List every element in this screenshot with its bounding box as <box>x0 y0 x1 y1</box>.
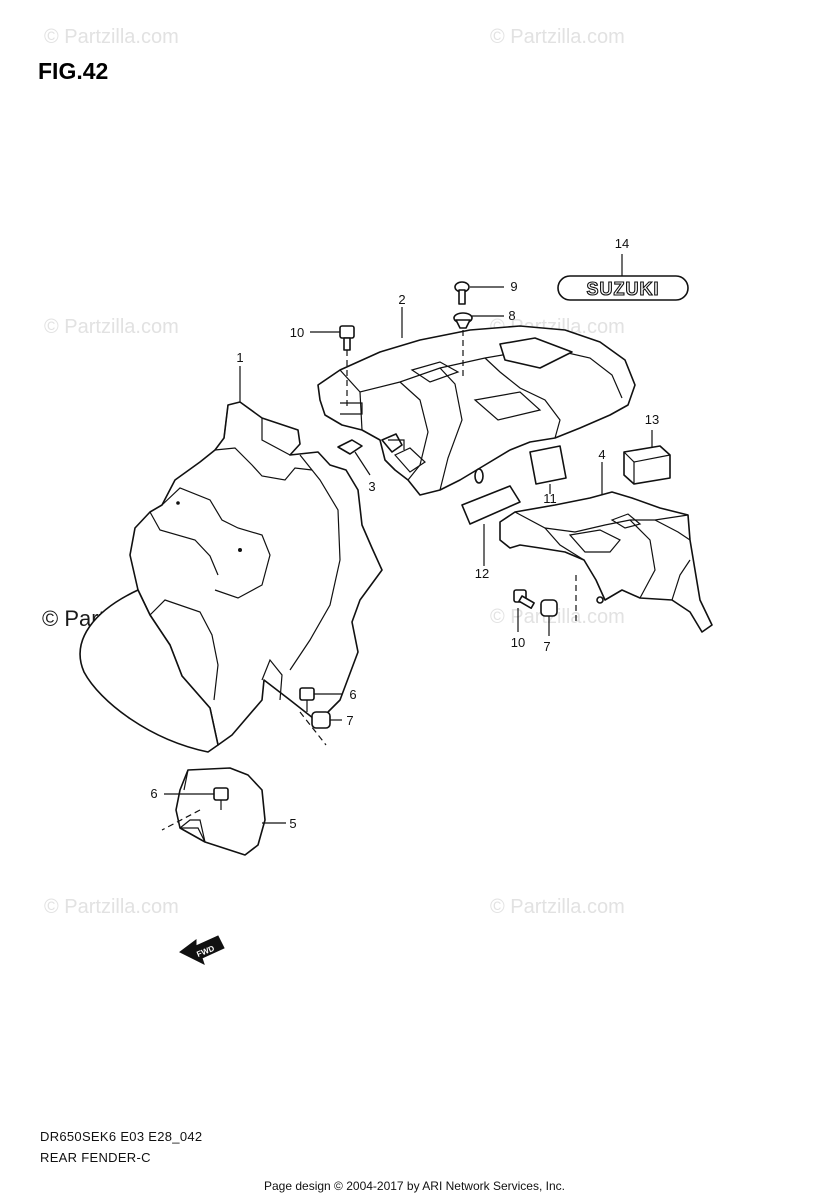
assembly-guide-lines <box>161 330 577 831</box>
part-5-mud-flap[interactable] <box>175 767 286 856</box>
figure-title: FIG.42 <box>38 58 109 84</box>
part-10-bolt-upper[interactable] <box>310 325 355 351</box>
callout-3: 3 <box>368 479 375 494</box>
watermark: © Partzilla.com <box>44 316 179 338</box>
callout-10-lower: 10 <box>511 635 525 650</box>
callout-9: 9 <box>510 279 517 294</box>
part-11-pad[interactable] <box>529 445 567 494</box>
watermark: © Partzilla.com <box>490 606 625 628</box>
part-12-pad[interactable] <box>461 485 521 566</box>
part-13-block[interactable] <box>623 430 671 485</box>
watermark: © Partzilla.com <box>44 26 179 48</box>
diagram-code: DR650SEK6 E03 E28_042 <box>40 1129 203 1144</box>
callout-7-lower: 7 <box>543 639 550 654</box>
part-3-clip[interactable] <box>337 439 371 476</box>
callout-4: 4 <box>598 447 605 462</box>
callout-7-upper: 7 <box>346 713 353 728</box>
diagram-name: REAR FENDER-C <box>40 1150 151 1165</box>
callout-2: 2 <box>398 292 405 307</box>
part-4-fender-bracket[interactable] <box>499 491 713 633</box>
callout-10-upper: 10 <box>290 325 304 340</box>
part-7-nut-lower[interactable] <box>540 599 558 636</box>
part-7-nut-upper[interactable] <box>311 711 342 729</box>
watermark: © Partzilla.com <box>490 26 625 48</box>
callout-13: 13 <box>645 412 659 427</box>
part-2-rear-fender[interactable] <box>317 325 636 496</box>
callout-6-lower: 6 <box>150 786 157 801</box>
part-6-bolt-upper[interactable] <box>299 687 342 712</box>
watermark: © Partzilla.com <box>44 896 179 918</box>
callout-6-upper: 6 <box>349 687 356 702</box>
callout-12: 12 <box>475 566 489 581</box>
leader-lines <box>239 307 603 495</box>
part-14-emblem[interactable]: SUZUKI <box>557 254 689 301</box>
part-8-grommet[interactable] <box>453 312 504 329</box>
part-9-screw[interactable] <box>454 281 504 305</box>
watermark: © Partzilla.com <box>490 896 625 918</box>
callout-5: 5 <box>289 816 296 831</box>
callout-14: 14 <box>615 236 629 251</box>
part-10-bolt-lower[interactable] <box>513 589 535 632</box>
footer-copyright: Page design © 2004-2017 by ARI Network S… <box>263 1179 565 1193</box>
part-6-bolt-lower[interactable] <box>164 787 229 810</box>
part-1-inner-fender[interactable] <box>79 401 383 753</box>
emblem-text: SUZUKI <box>587 279 660 299</box>
callout-8: 8 <box>508 308 515 323</box>
callout-11: 11 <box>543 491 557 506</box>
callout-1: 1 <box>236 350 243 365</box>
fwd-arrow-icon: FWD <box>179 935 225 965</box>
